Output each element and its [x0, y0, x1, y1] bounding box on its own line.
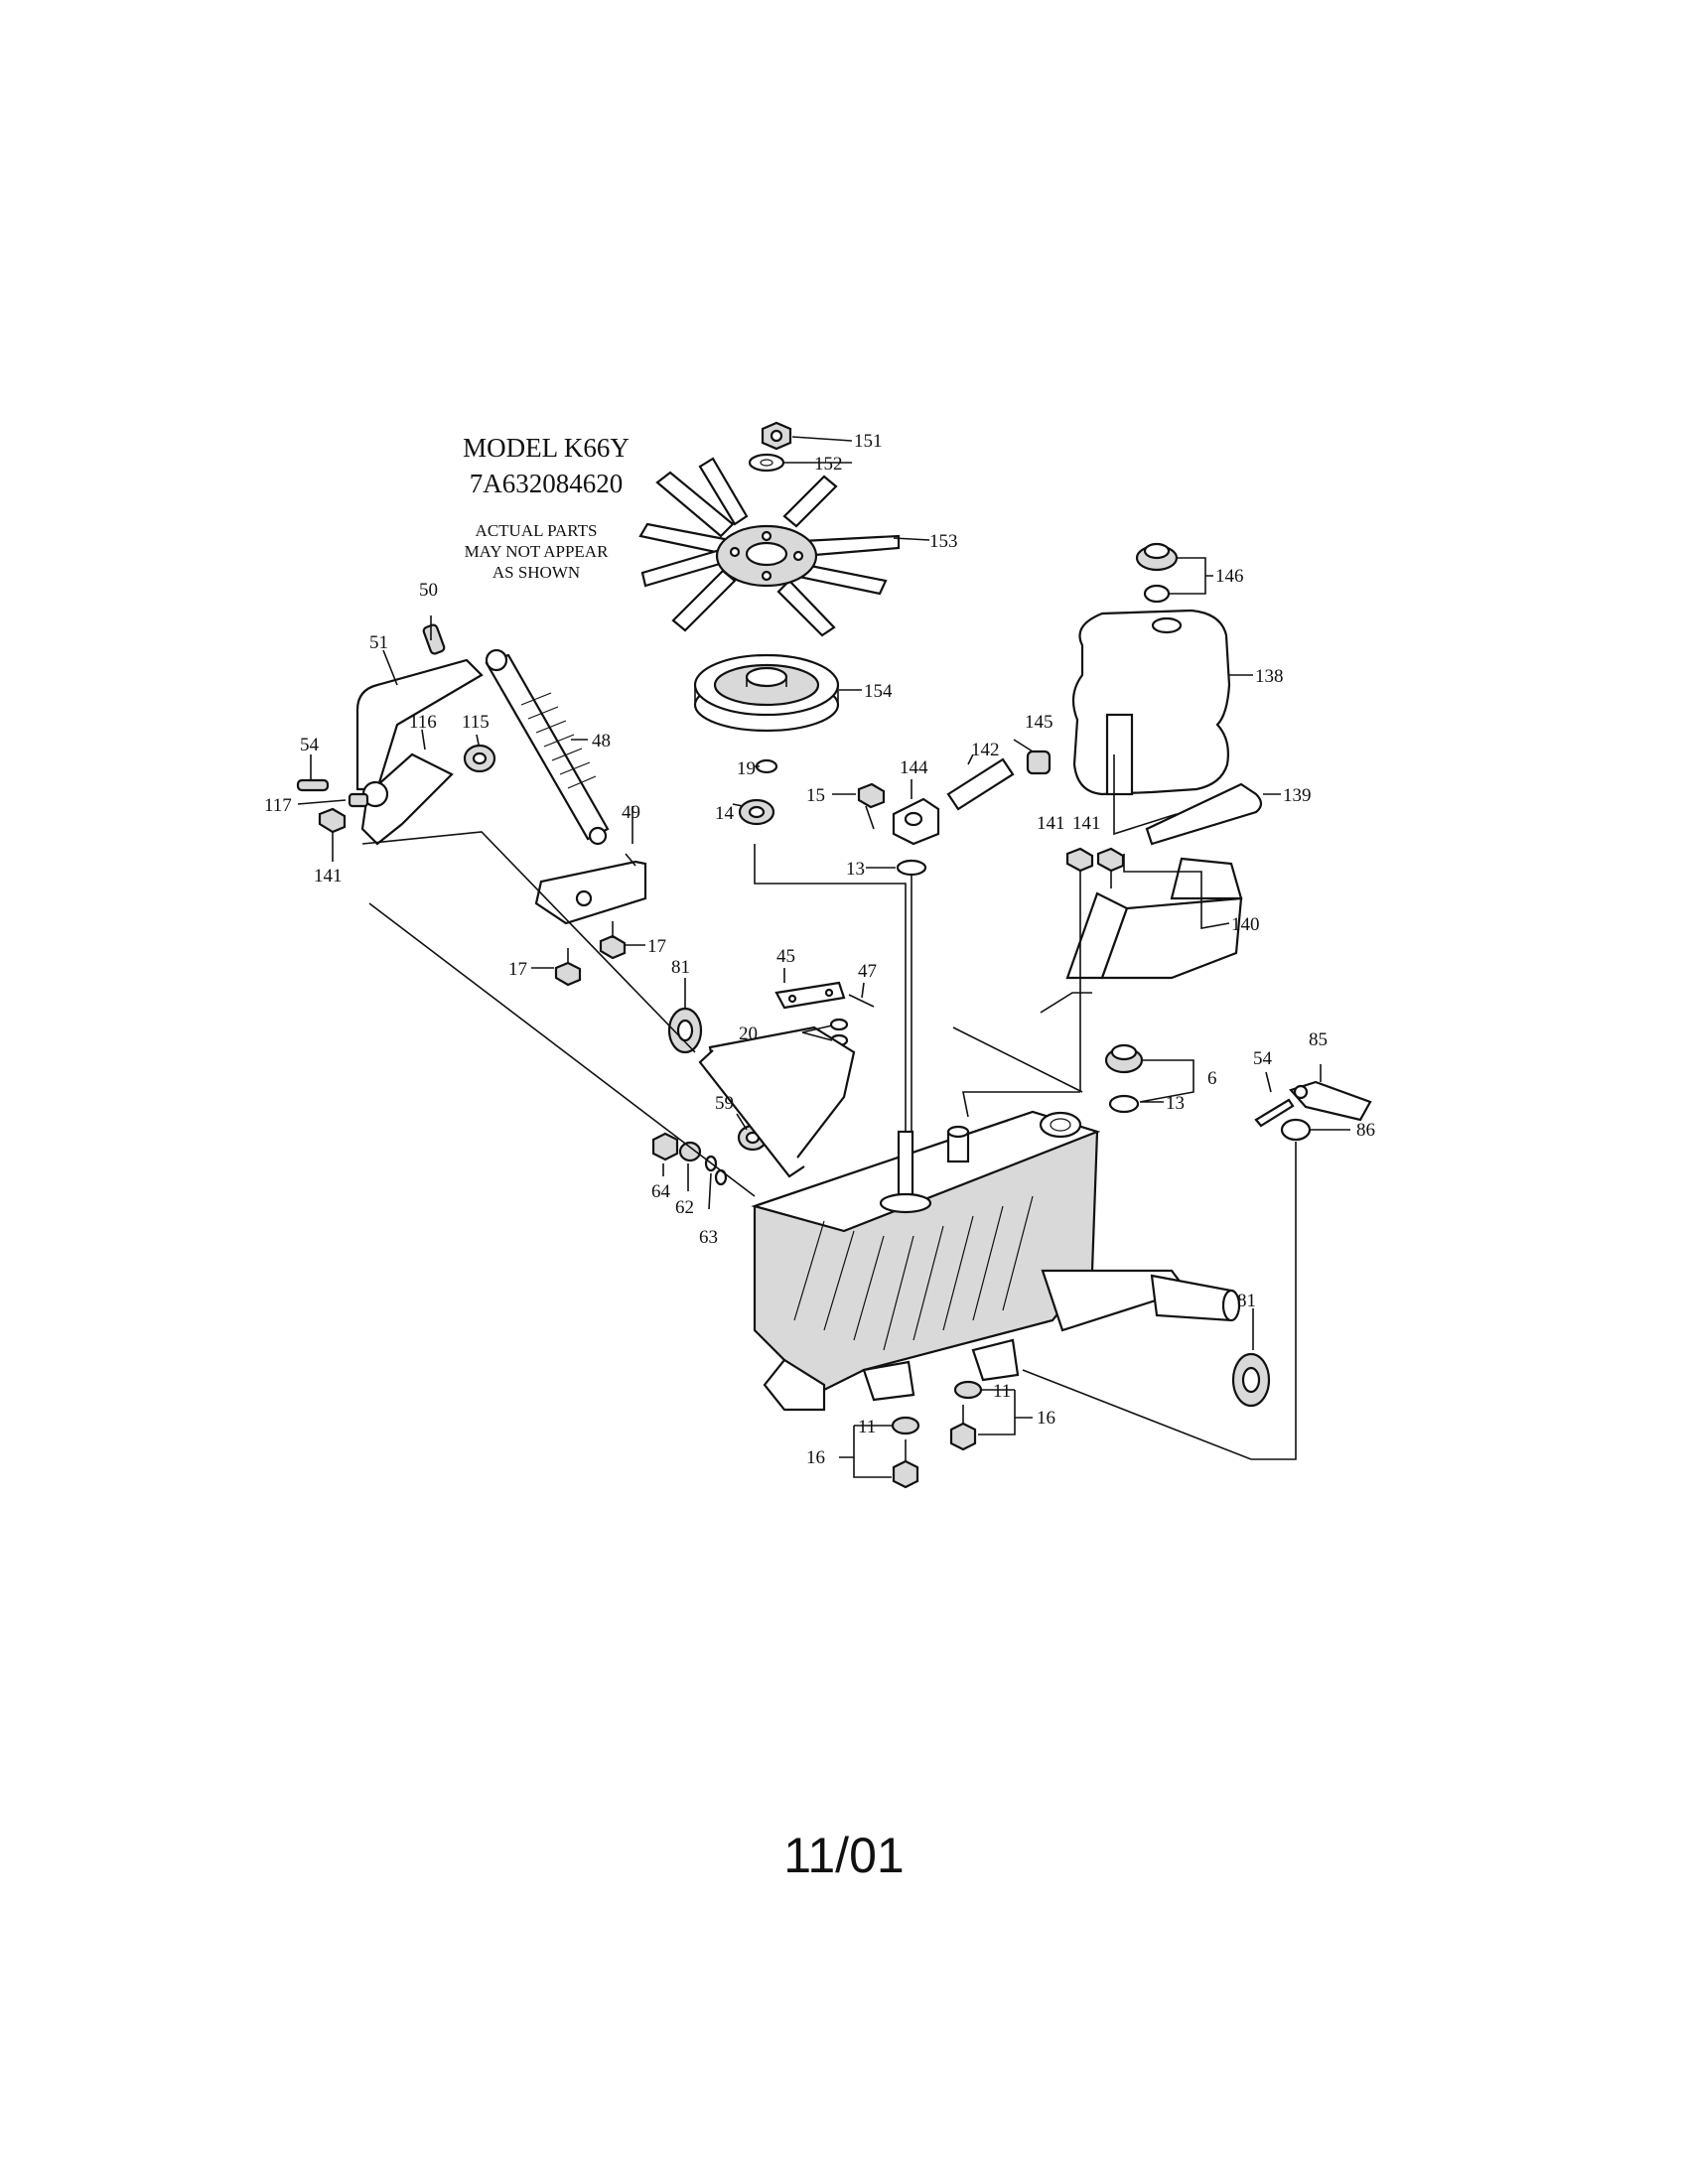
callout-47: 47: [858, 961, 877, 982]
transaxle-housing: [698, 1025, 1241, 1412]
callout-17-b: 17: [647, 936, 666, 957]
washer-62: [678, 1141, 702, 1162]
bottom-bolts-16: [892, 1405, 977, 1489]
seal-81-left: [667, 1007, 703, 1054]
hose-142: [946, 757, 1015, 811]
callout-16-left: 16: [806, 1447, 825, 1468]
callout-51: 51: [369, 632, 388, 653]
bolts-141-right: [1065, 847, 1125, 888]
callout-14: 14: [715, 803, 735, 824]
callout-142: 142: [971, 740, 1000, 760]
plate-49: [534, 853, 647, 925]
bolts-17: [554, 921, 627, 987]
callout-48: 48: [592, 731, 611, 751]
callout-15: 15: [806, 785, 825, 806]
callout-140: 140: [1231, 914, 1260, 935]
callout-62: 62: [675, 1197, 694, 1218]
callout-85: 85: [1309, 1029, 1328, 1050]
bushing-117: [348, 792, 369, 808]
reservoir-tank-138: [1071, 609, 1231, 796]
callout-81-right: 81: [1237, 1291, 1256, 1311]
callout-54-right: 54: [1253, 1048, 1273, 1069]
bolt-141-left: [318, 807, 347, 844]
pin-47: [848, 994, 875, 1008]
tube-139: [1145, 782, 1263, 846]
callout-141-a: 141: [1037, 813, 1065, 834]
disclaimer-line-1: ACTUAL PARTS: [475, 521, 598, 540]
spring-48: [485, 648, 610, 846]
fan-153: [638, 457, 901, 637]
bearing-14: [738, 798, 775, 826]
callout-11-right: 11: [993, 1381, 1011, 1402]
callout-86: 86: [1356, 1120, 1375, 1141]
callout-17-a: 17: [508, 959, 527, 980]
pin-54-right: [1254, 1098, 1295, 1128]
callout-145: 145: [1025, 712, 1053, 733]
plug-6: [1104, 1043, 1144, 1074]
cap-146: [1135, 542, 1179, 604]
callout-20: 20: [739, 1024, 758, 1044]
disclaimer-line-3: AS SHOWN: [491, 563, 581, 582]
arm-51: [355, 658, 484, 791]
callout-139: 139: [1283, 785, 1312, 806]
callout-141-b: 141: [1072, 813, 1101, 834]
model-number: 7A632084620: [469, 469, 624, 498]
callout-81-left: 81: [671, 957, 690, 978]
callout-115: 115: [462, 712, 490, 733]
roller-115: [463, 744, 496, 773]
o-ring-13-lower: [1108, 1094, 1140, 1114]
washer-152: [748, 453, 785, 473]
callout-138: 138: [1255, 666, 1284, 687]
callout-153: 153: [929, 531, 958, 552]
ring-86: [1280, 1118, 1312, 1142]
callout-152: 152: [814, 454, 843, 475]
seal-81-right: [1231, 1352, 1271, 1408]
fitting-145: [1026, 750, 1052, 775]
callout-117: 117: [264, 795, 292, 816]
callout-151: 151: [854, 431, 883, 452]
callout-116: 116: [409, 712, 437, 733]
bracket-116: [360, 752, 454, 846]
o-ring-13-upper: [896, 859, 927, 877]
callout-16-right: 16: [1037, 1408, 1055, 1429]
callout-50: 50: [419, 580, 438, 601]
pin-50: [422, 623, 446, 655]
callout-19: 19: [737, 758, 756, 779]
callout-45: 45: [776, 946, 795, 967]
model-title: MODEL K66Y: [463, 433, 630, 463]
callout-13-lower: 13: [1166, 1093, 1185, 1114]
arm-45: [774, 981, 846, 1010]
callout-labels: 151 152 153 154 146 138 145 142 144 139 …: [264, 431, 1375, 1468]
elbow-144: [892, 797, 940, 846]
callout-13-upper: 13: [846, 859, 865, 880]
callout-63: 63: [699, 1227, 718, 1248]
callout-154: 154: [864, 681, 893, 702]
callout-64: 64: [651, 1181, 671, 1202]
callout-59: 59: [715, 1093, 734, 1114]
callout-6: 6: [1207, 1068, 1217, 1089]
callout-49: 49: [622, 802, 640, 823]
bracket-140: [1065, 857, 1243, 980]
revision-date: 11/01: [783, 1828, 905, 1883]
callout-54-left: 54: [300, 735, 320, 755]
bottom-washers-11: [891, 1380, 983, 1435]
leader-lines: [297, 436, 1350, 1478]
callout-141-c: 141: [314, 866, 343, 887]
pin-54-left: [296, 778, 330, 792]
pulley-154: [693, 653, 840, 733]
disclaimer-line-2: MAY NOT APPEAR: [464, 542, 609, 561]
arm-85: [1289, 1080, 1372, 1122]
nut-151: [761, 421, 792, 451]
callout-144: 144: [900, 757, 928, 778]
callout-11-left: 11: [858, 1417, 876, 1437]
bolt-15: [857, 782, 886, 830]
nut-64: [651, 1132, 679, 1161]
callout-146: 146: [1215, 566, 1244, 587]
